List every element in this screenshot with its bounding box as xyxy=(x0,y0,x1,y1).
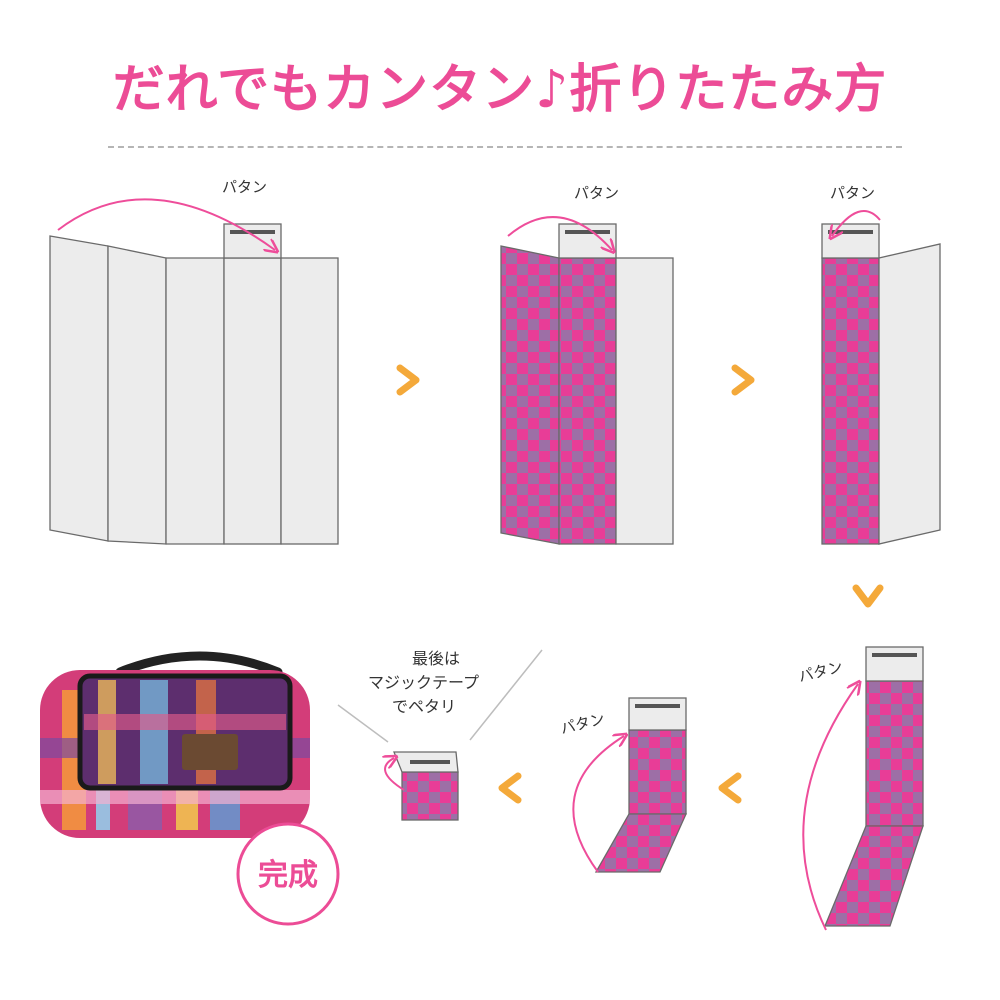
done-label: 完成 xyxy=(258,858,318,893)
velcro-strip xyxy=(565,230,610,234)
checkered-panel xyxy=(629,730,686,814)
checkered-panel xyxy=(822,258,879,544)
step-1-unfolded-mat: パタン xyxy=(50,178,338,544)
strap-tab xyxy=(866,647,923,681)
folded-block xyxy=(402,772,458,820)
checkered-panel xyxy=(825,826,923,926)
arrow-left-icon xyxy=(502,776,518,800)
fold-label: パタン xyxy=(574,184,619,202)
callout-line xyxy=(470,650,542,740)
step-3-second-fold: パタン xyxy=(822,184,940,544)
velcro-strip xyxy=(410,760,450,764)
finished-rolled-mat: 完成 xyxy=(40,656,338,924)
fold-label: パタン xyxy=(222,178,267,196)
mat-panel xyxy=(281,258,338,544)
arrow-down-icon xyxy=(856,588,880,604)
note-line: でペタリ xyxy=(392,697,456,716)
mat-panel xyxy=(50,236,108,541)
note-line: マジックテープ xyxy=(368,673,479,692)
callout-line xyxy=(338,705,388,742)
checkered-panel xyxy=(501,246,559,544)
velcro-strip xyxy=(872,653,917,657)
fold-label: パタン xyxy=(559,710,607,738)
arrow-left-icon xyxy=(722,776,738,800)
leather-tag xyxy=(182,734,238,770)
checkered-panel xyxy=(596,814,686,872)
mat-panel xyxy=(166,258,224,544)
strap-tab xyxy=(822,224,879,258)
fold-label: パタン xyxy=(797,658,845,686)
arrow-right-icon xyxy=(400,368,416,392)
mat-panel xyxy=(108,246,166,544)
arrow-right-icon xyxy=(735,368,751,392)
step-4-folded-strip: パタン xyxy=(797,647,923,930)
carry-handle xyxy=(120,656,278,672)
mat-panel xyxy=(879,244,940,544)
step-5-half-folded: パタン xyxy=(559,698,686,872)
mat-panel xyxy=(616,258,673,544)
velcro-strip xyxy=(230,230,275,234)
strap-tab xyxy=(224,224,281,258)
velcro-strip xyxy=(635,704,680,708)
mat-panel xyxy=(224,258,281,544)
checkered-panel xyxy=(866,681,923,826)
checkered-panel xyxy=(559,258,616,544)
step-2-first-fold: パタン xyxy=(501,184,673,544)
strap-tab xyxy=(629,698,686,730)
fold-label: パタン xyxy=(830,184,875,202)
note-line: 最後は xyxy=(412,649,460,668)
